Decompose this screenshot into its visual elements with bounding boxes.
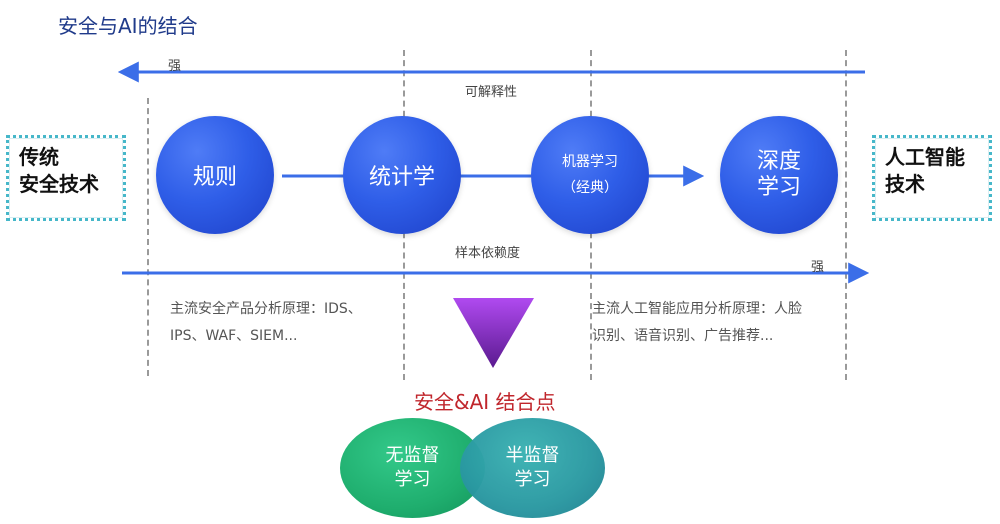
desc-line: 识别、语音识别、广告推荐... [592, 328, 774, 344]
desc-line: 主流人工智能应用分析原理：人脸 [592, 301, 802, 317]
desc-line: IPS、WAF、SIEM... [170, 328, 298, 344]
node-deep-learning: 深度 学习 [720, 116, 838, 234]
unsupervised-learning-circle: 无监督 学习 [340, 418, 485, 518]
ai-technology-box: 人工智能 技术 [872, 135, 992, 221]
semi-supervised-learning-circle: 半监督 学习 [460, 418, 605, 518]
node-machine-learning: 机器学习 （经典） [531, 116, 649, 234]
box-line: 安全技术 [19, 172, 99, 196]
circle-label: 无监督 [385, 445, 440, 466]
node-label: 统计学 [368, 165, 435, 190]
merge-point-label: 安全&AI 结合点 [414, 390, 556, 414]
divider-line [845, 50, 847, 380]
box-line: 人工智能 [885, 145, 965, 169]
node-label: 规则 [192, 165, 237, 190]
box-line: 传统 [19, 145, 59, 169]
top-axis-label: 可解释性 [465, 85, 518, 100]
desc-line: 主流安全产品分析原理：IDS、 [170, 301, 362, 317]
node-label: 机器学习 [562, 154, 618, 170]
circle-label: 学习 [394, 469, 431, 490]
divider-line [147, 98, 149, 376]
node-statistics: 统计学 [343, 116, 461, 234]
circle-label: 学习 [514, 469, 551, 490]
merge-triangle [453, 298, 534, 368]
traditional-security-box: 传统 安全技术 [6, 135, 126, 221]
page-title: 安全与AI的结合 [58, 14, 198, 38]
circle-label: 半监督 [505, 445, 560, 466]
bottom-axis-label: 样本依赖度 [455, 246, 521, 261]
node-label: 学习 [756, 175, 801, 200]
node-sublabel: （经典） [562, 180, 618, 196]
ai-description: 主流人工智能应用分析原理：人脸 识别、语音识别、广告推荐... [592, 296, 802, 350]
top-axis-end-label: 强 [168, 59, 182, 74]
traditional-description: 主流安全产品分析原理：IDS、 IPS、WAF、SIEM... [170, 296, 362, 350]
bottom-axis-end-label: 强 [811, 260, 825, 275]
node-rules: 规则 [156, 116, 274, 234]
node-label: 深度 [756, 149, 801, 174]
box-line: 技术 [885, 172, 925, 196]
